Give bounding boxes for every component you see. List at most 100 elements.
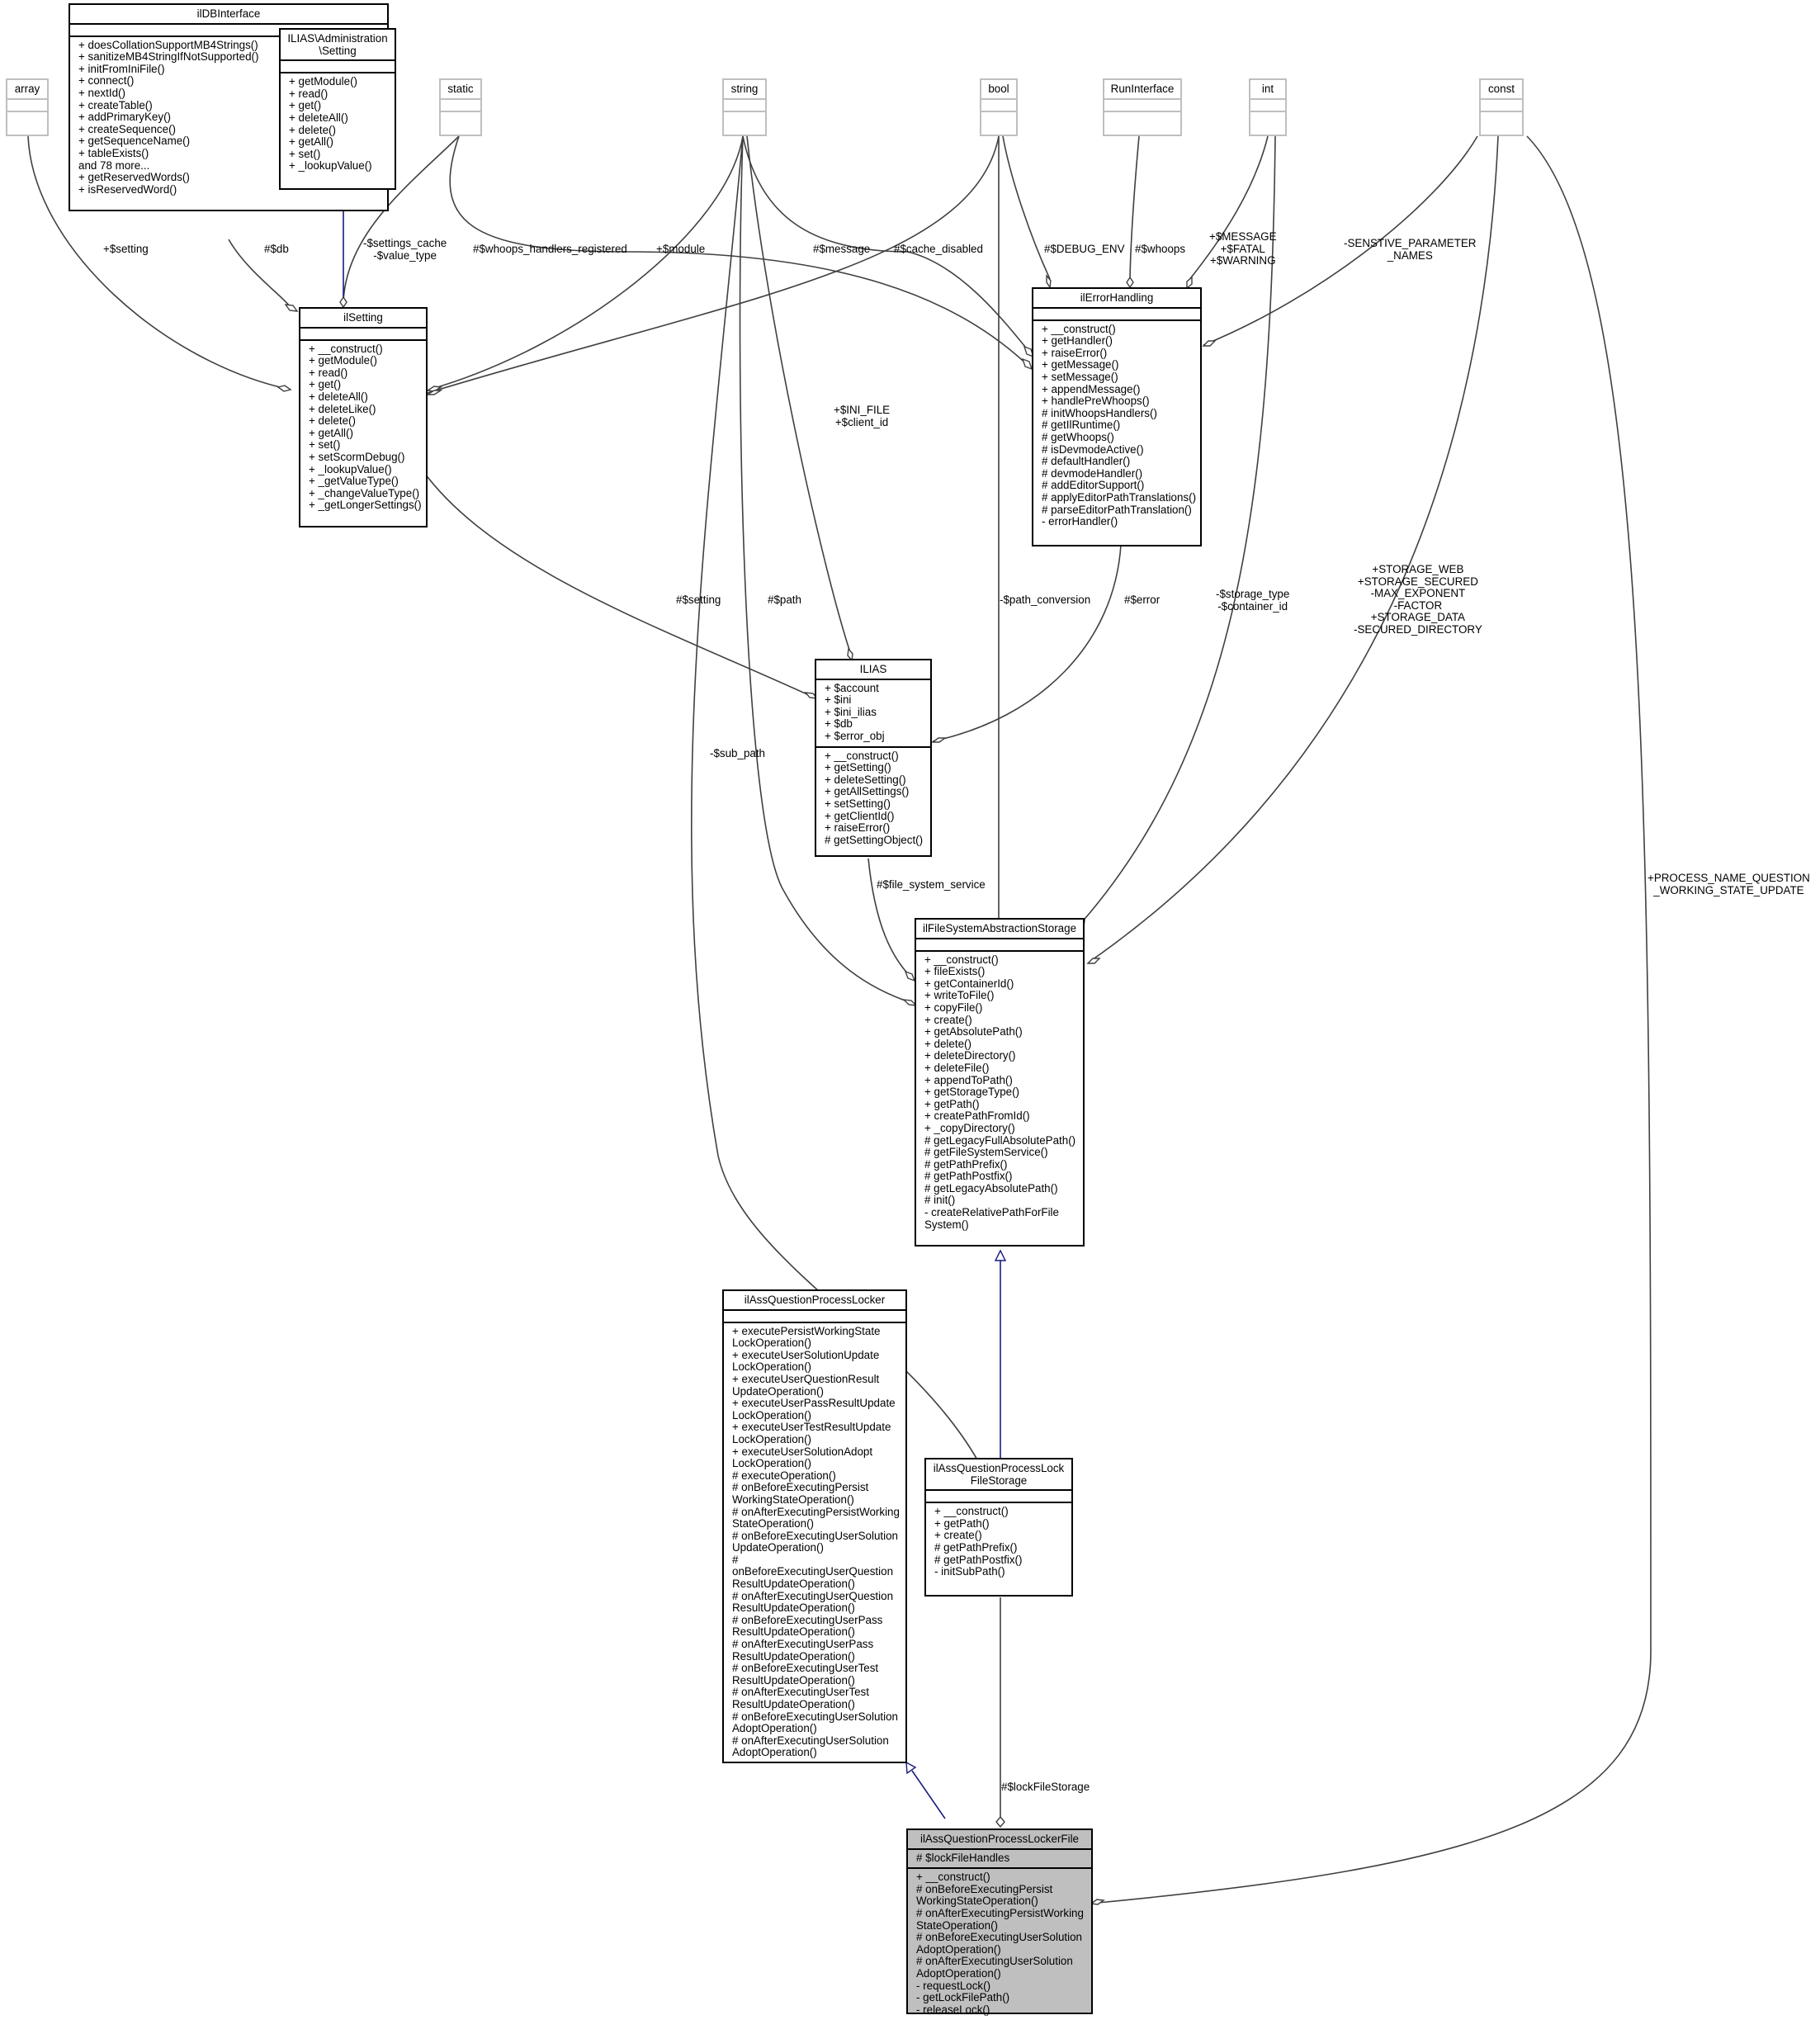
edge-string-error	[742, 135, 1033, 356]
class-methods	[1104, 110, 1180, 129]
arrow-pl-plf	[905, 1761, 917, 1775]
class-attributes	[300, 326, 426, 339]
diamond-int-error	[1186, 276, 1193, 290]
edge-label-int-error: +$MESSAGE +$FATAL +$WARNING	[1209, 230, 1277, 267]
class-attributes	[724, 97, 765, 111]
class-attributes	[1250, 97, 1285, 111]
edge-label-string-setting: +$module	[656, 243, 706, 255]
class-name: ilAssQuestionProcessLocker	[744, 1294, 886, 1306]
edge-label-error-ilias: #$error	[1124, 594, 1161, 606]
edge-label-bool-fsas: -$path_conversion	[1000, 594, 1091, 606]
edge-label-string-ilias: +$INI_FILE +$client_id	[834, 404, 891, 428]
edge-label-array-setting: +$setting	[103, 243, 149, 255]
diamond-ilias-fsas	[904, 970, 916, 982]
edge-label-string-error: #$message	[813, 243, 871, 255]
class-name: ilFileSystemAbstractionStorage	[922, 922, 1077, 934]
class-methods: + __construct() + getHandler() + raiseEr…	[1033, 319, 1200, 532]
edge-ilias-fsas	[867, 858, 913, 979]
class-box-bool[interactable]: bool	[980, 78, 1018, 136]
edge-const-plf	[1097, 135, 1652, 1904]
edge-label-ildb-setting: #$db	[264, 243, 289, 255]
class-attributes	[281, 59, 395, 72]
class-name: string	[730, 83, 759, 95]
edge-int-error	[1188, 135, 1269, 281]
class-attributes	[1104, 97, 1180, 111]
diamond-static-error	[1021, 357, 1033, 371]
class-name: static	[447, 83, 474, 95]
class-attributes	[916, 937, 1083, 950]
edge-error-ilias	[932, 544, 1122, 742]
diamond-string-ilias	[847, 647, 853, 662]
edge-array-setting	[27, 135, 291, 390]
edge-label-plfs-plf: #$lockFileStorage	[1001, 1781, 1090, 1793]
class-box-ilfilesystemabstractionstorage[interactable]: ilFileSystemAbstractionStorage + __const…	[915, 918, 1085, 1247]
edge-label-const-error: -SENSTIVE_PARAMETER _NAMES	[1344, 237, 1477, 262]
class-box-array[interactable]: array	[6, 78, 49, 136]
class-box-ilassquestionprocesslockfilestorage[interactable]: ilAssQuestionProcessLock FileStorage + _…	[924, 1458, 1073, 1597]
class-methods: + __construct() # onBeforeExecutingPersi…	[908, 1867, 1091, 2019]
edge-label-static-error: #$whoops_handlers_registered	[473, 243, 627, 255]
class-attributes	[7, 97, 47, 111]
class-box-static[interactable]: static	[439, 78, 482, 136]
class-attributes	[70, 22, 387, 35]
class-name: const	[1487, 83, 1515, 95]
class-methods: + __construct() + getSetting() + deleteS…	[816, 745, 930, 850]
edge-const-error	[1203, 135, 1478, 346]
edge-label-string-fsas: #$path	[768, 594, 801, 606]
edge-label-const-fsas: +STORAGE_WEB +STORAGE_SECURED -MAX_EXPON…	[1354, 563, 1482, 636]
diamond-array-setting	[277, 385, 292, 392]
class-methods	[1250, 110, 1285, 129]
class-methods	[981, 110, 1016, 129]
diamond-bool-error	[1046, 274, 1052, 289]
diamond-string-setting	[425, 386, 443, 392]
class-attributes	[724, 1308, 905, 1322]
arrow-fsas-plfs	[994, 1249, 1007, 1261]
class-methods: + __construct() + fileExists() + getCont…	[916, 949, 1083, 1235]
diamond-static-setting	[339, 296, 347, 309]
diamond-const-fsas	[1086, 958, 1101, 964]
class-name: bool	[988, 83, 1009, 95]
class-box-int[interactable]: int	[1249, 78, 1287, 136]
class-methods	[1481, 110, 1522, 129]
class-name: ilDBInterface	[196, 7, 261, 20]
edge-label-setting-ilias: #$setting	[676, 594, 721, 606]
edge-const-fsas	[1089, 135, 1499, 963]
class-name: ilAssQuestionProcessLockerFile	[919, 1833, 1079, 1845]
edge-int-fsas	[1080, 135, 1276, 924]
diamond-const-plf	[1090, 1899, 1105, 1905]
class-methods: + getModule() + read() + get() + deleteA…	[281, 72, 395, 176]
class-name: array	[14, 83, 40, 95]
edge-bool-setting	[427, 135, 1000, 394]
class-box-ilerrorhandling[interactable]: ilErrorHandling + __construct() + getHan…	[1032, 287, 1202, 546]
class-box-runinterface[interactable]: RunInterface	[1103, 78, 1182, 136]
diamond-setting-ilias	[804, 692, 819, 699]
class-methods: + __construct() + getPath() + create() #…	[926, 1502, 1071, 1582]
edge-setting-ilias	[422, 470, 810, 696]
diamond-ildb-setting	[284, 304, 299, 312]
edge-label-bool-setting: #$cache_disabled	[894, 243, 983, 255]
diamond-run-error	[1126, 276, 1134, 289]
class-attributes: # $lockFileHandles	[908, 1847, 1091, 1868]
class-box-ilassquestionprocesslockerfile[interactable]: ilAssQuestionProcessLockerFile # $lockFi…	[906, 1828, 1093, 2016]
class-attributes	[926, 1489, 1071, 1502]
edge-string-setting	[428, 135, 744, 390]
class-methods	[441, 110, 480, 129]
class-box-ilassquestionprocesslocker[interactable]: ilAssQuestionProcessLocker + executePers…	[722, 1289, 907, 1763]
class-methods: + executePersistWorkingState LockOperati…	[724, 1321, 905, 1762]
class-box-ilsetting[interactable]: ilSetting + __construct() + getModule() …	[299, 307, 428, 527]
edge-static-error	[449, 135, 1033, 370]
edge-label-static-setting: -$settings_cache -$value_type	[363, 237, 447, 262]
class-attributes	[1033, 306, 1200, 319]
class-box-ilias-administration-setting[interactable]: ILIAS\Administration \Setting + getModul…	[279, 28, 396, 190]
diamond-const-error	[1202, 340, 1217, 347]
class-box-const[interactable]: const	[1479, 78, 1524, 136]
class-box-string[interactable]: string	[722, 78, 767, 136]
class-attributes	[981, 97, 1016, 111]
edge-string-ilias	[746, 135, 851, 653]
class-attributes: + $account + $ini + $ini_ilias + $db + $…	[816, 678, 930, 746]
edge-label-int-fsas: -$storage_type -$container_id	[1216, 588, 1290, 613]
class-methods	[7, 110, 47, 129]
class-box-ilias[interactable]: ILIAS + $account + $ini + $ini_ilias + $…	[815, 659, 932, 857]
edge-label-const-plf: +PROCESS_NAME_QUESTION _WORKING_STATE_UP…	[1647, 872, 1810, 896]
